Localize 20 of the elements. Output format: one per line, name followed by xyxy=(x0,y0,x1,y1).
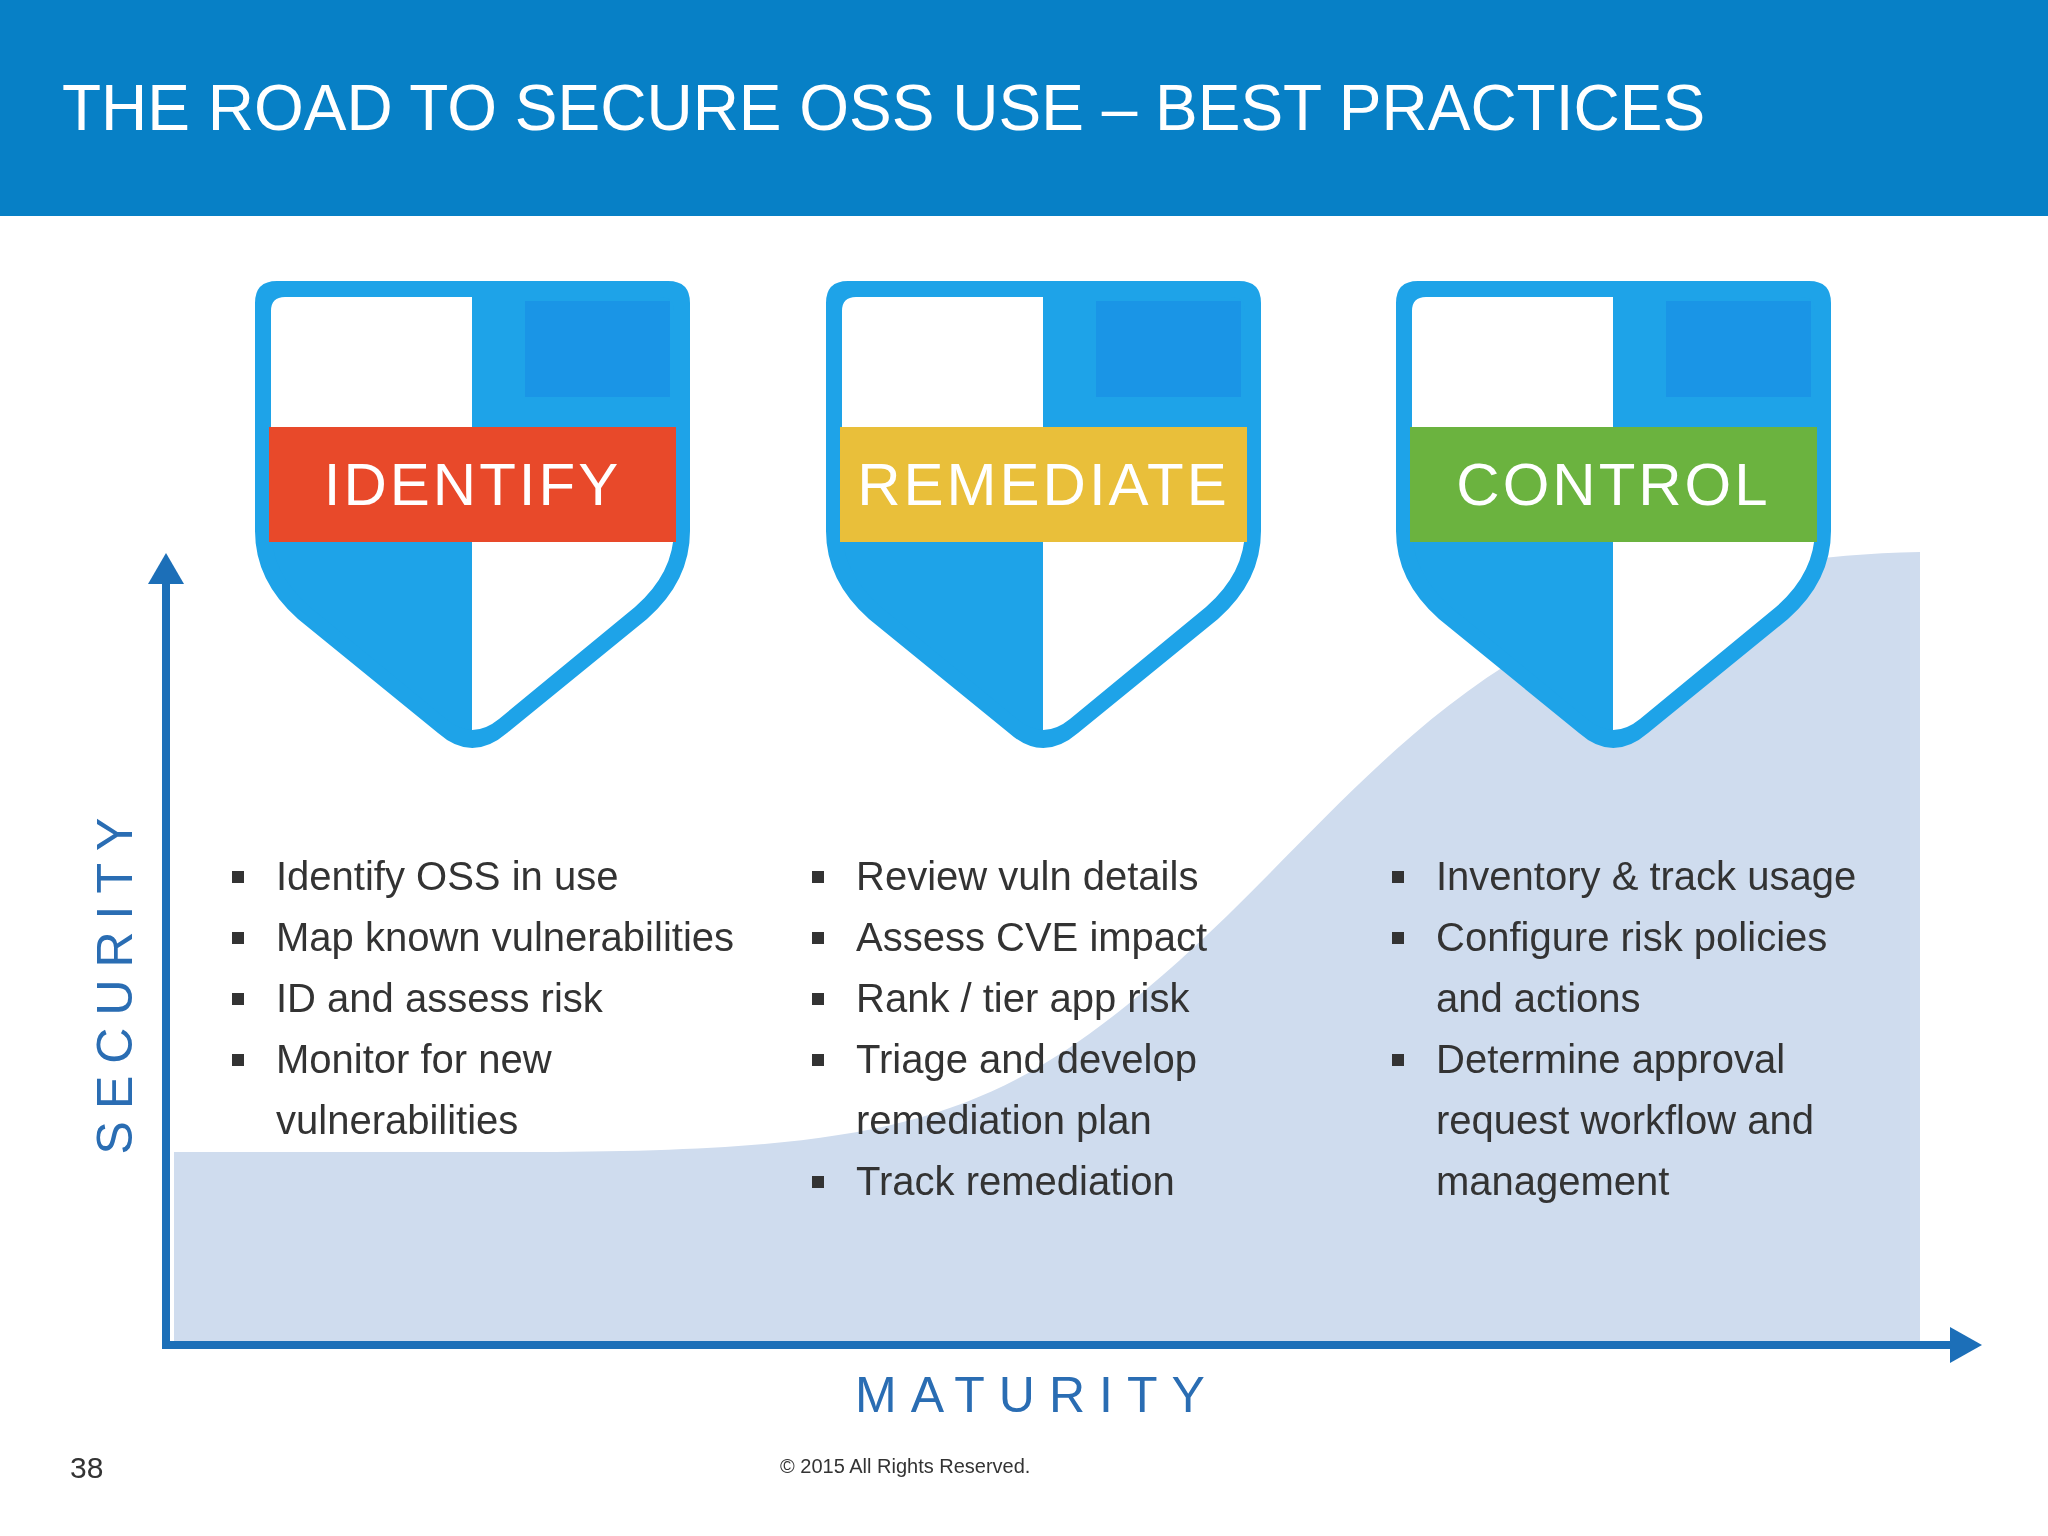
bullet-text: Monitor for new vulnerabilities xyxy=(276,1036,553,1144)
bullet-text: Identify OSS in use xyxy=(276,853,619,900)
bullet-text: Track remediation xyxy=(856,1158,1175,1205)
banner-label: REMEDIATE xyxy=(857,454,1230,515)
page-number: 38 xyxy=(70,1453,104,1483)
banner-label: CONTROL xyxy=(1456,454,1771,515)
bullet-text: Triage and develop remediation plan xyxy=(856,1036,1198,1144)
bullet-text: Review vuln details xyxy=(856,853,1199,900)
axis-label: SECURITY xyxy=(90,805,140,1155)
bullet-text: Map known vulnerabilities xyxy=(276,914,734,961)
copyright-note: © 2015 All Rights Reserved. xyxy=(780,1456,1031,1476)
bullet-text: Configure risk policies and actions xyxy=(1436,914,1829,1022)
axis-label: MATURITY xyxy=(855,1370,1219,1420)
bullet-text: Assess CVE impact xyxy=(856,914,1208,961)
slide-title: THE ROAD TO SECURE OSS USE – BEST PRACTICES xyxy=(62,76,1706,140)
banner-label: IDENTIFY xyxy=(323,454,622,515)
bullet-text: ID and assess risk xyxy=(276,975,603,1022)
bullet-text: Rank / tier app risk xyxy=(856,975,1190,1022)
bullet-text: Determine approval request workflow and management xyxy=(1436,1036,1815,1205)
bullet-text: Inventory & track usage xyxy=(1436,853,1857,900)
